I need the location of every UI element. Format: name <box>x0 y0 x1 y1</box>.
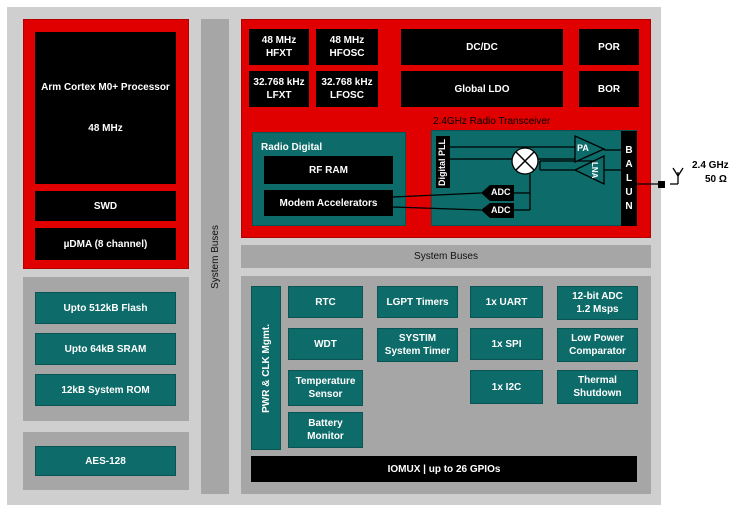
hfosc-box: 48 MHz HFOSC <box>316 29 378 65</box>
antenna-left-arm <box>672 167 679 177</box>
por-box: POR <box>579 29 639 65</box>
pwr-clk-label: PWR & CLK Mgmt. <box>260 323 272 413</box>
lgpt-box: LGPT Timers <box>377 286 458 318</box>
radio-digital-title: Radio Digital <box>261 142 323 153</box>
swd-box: SWD <box>35 191 176 221</box>
comparator-box: Low Power Comparator <box>557 328 638 362</box>
mixer-x-b <box>515 151 535 171</box>
lfosc-box: 32.768 kHz LFOSC <box>316 71 378 107</box>
balun-box: BALUN <box>621 131 637 226</box>
adc2-shape <box>481 203 514 218</box>
pa-label: PA <box>577 143 589 153</box>
battery-box: Battery Monitor <box>288 412 363 448</box>
modem-to-adc1-line <box>392 192 482 198</box>
adc1-shape <box>481 185 514 201</box>
processor-freq: 48 MHz <box>88 123 123 134</box>
system-bus-vertical: System Buses <box>201 19 229 494</box>
rtc-box: RTC <box>288 286 363 318</box>
adc1-label: ADC <box>491 187 511 197</box>
rf-pin-pad <box>658 181 665 188</box>
modem-to-adc2-line <box>392 206 482 211</box>
digital-pll-box: Digital PLL <box>436 136 450 188</box>
system-bus-horizontal-label: System Buses <box>414 251 478 262</box>
dma-box: µDMA (8 channel) <box>35 228 176 260</box>
spi-box: 1x SPI <box>470 328 543 360</box>
systim-box: SYSTIM System Timer <box>377 328 458 362</box>
iomux-box: IOMUX | up to 26 GPIOs <box>251 456 637 482</box>
lna-label: LNA <box>590 162 599 179</box>
aes-box: AES-128 <box>35 446 176 476</box>
thermal-box: Thermal Shutdown <box>557 370 638 404</box>
hfxt-box: 48 MHz HFXT <box>249 29 309 65</box>
balun-label: BALUN <box>625 144 633 212</box>
bor-box: BOR <box>579 71 639 107</box>
lna-triangle <box>573 154 605 186</box>
pwr-clk-box: PWR & CLK Mgmt. <box>251 286 281 450</box>
modem-box: Modem Accelerators <box>264 190 393 216</box>
digital-pll-label: Digital PLL <box>437 138 448 186</box>
antenna-freq-label: 2.4 GHz <box>692 160 729 171</box>
dcdc-box: DC/DC <box>401 29 563 65</box>
antenna-right-arm <box>677 167 684 177</box>
ldo-box: Global LDO <box>401 71 563 107</box>
lfxt-box: 32.768 kHz LFXT <box>249 71 309 107</box>
transceiver-title: 2.4GHz Radio Transceiver <box>433 116 551 127</box>
processor-box: Arm Cortex M0+ Processor 48 MHz <box>35 32 176 184</box>
adc2-label: ADC <box>491 205 511 215</box>
adc-box: 12-bit ADC 1.2 Msps <box>557 286 638 320</box>
i2c-box: 1x I2C <box>470 370 543 404</box>
antenna-impedance-label: 50 Ω <box>705 174 727 185</box>
rom-box: 12kB System ROM <box>35 374 176 406</box>
system-bus-horizontal: System Buses <box>241 245 651 268</box>
sram-box: Upto 64kB SRAM <box>35 333 176 365</box>
pa-triangle <box>574 134 606 164</box>
temperature-box: Temperature Sensor <box>288 370 363 406</box>
flash-box: Upto 512kB Flash <box>35 292 176 324</box>
uart-box: 1x UART <box>470 286 543 318</box>
processor-label: Arm Cortex M0+ Processor <box>41 82 170 93</box>
rf-ram-box: RF RAM <box>264 156 393 184</box>
wdt-box: WDT <box>288 328 363 360</box>
